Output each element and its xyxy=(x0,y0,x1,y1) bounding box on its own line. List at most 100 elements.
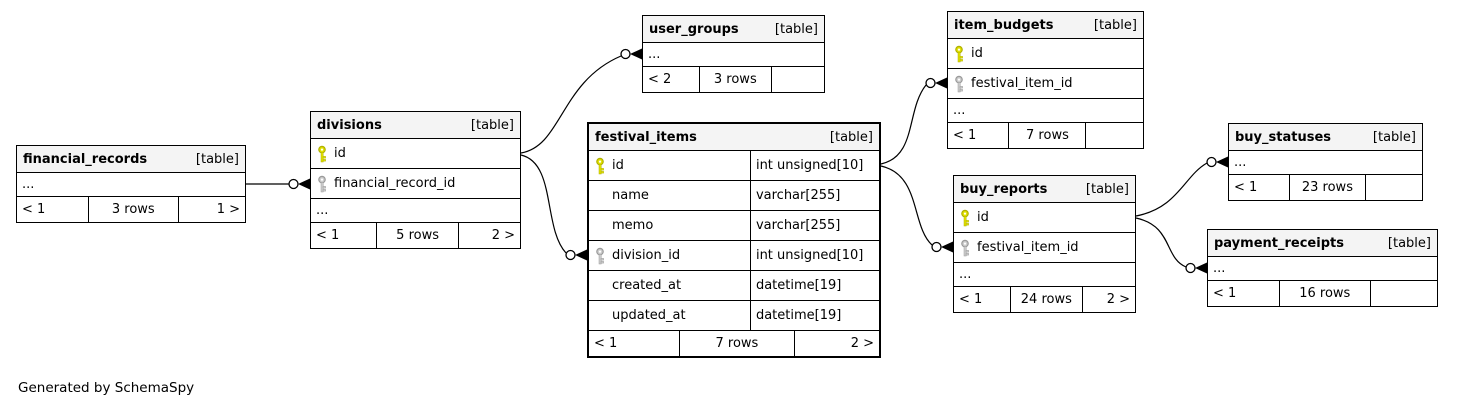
footer-children xyxy=(1366,175,1422,200)
generated-by-note: Generated by SchemaSpy xyxy=(18,380,195,396)
column-label: ... xyxy=(22,177,35,192)
column-type: datetime[19] xyxy=(749,271,879,300)
column-type: int unsigned[10] xyxy=(749,151,879,180)
column-label: financial_record_id xyxy=(334,176,456,191)
collapsed-columns-row: ... xyxy=(17,173,245,197)
relationship-edge-buy_reports.id-to-buy_statuses xyxy=(1135,156,1228,217)
collapsed-columns-row: ... xyxy=(643,43,824,67)
column-label: id xyxy=(612,158,624,173)
relationship-edge-divisions.id-to-user_groups xyxy=(520,48,642,154)
primary-key-icon xyxy=(961,209,969,226)
table-header[interactable]: user_groups [table] xyxy=(643,16,824,43)
column-cell: created_at xyxy=(589,271,750,300)
table-header[interactable]: buy_reports[table] xyxy=(954,176,1135,203)
footer-children: 2 > xyxy=(491,228,515,243)
footer-row-count: 5 rows xyxy=(375,223,460,248)
primary-key-icon xyxy=(955,45,963,62)
table-type-badge: [table] xyxy=(470,117,514,133)
foreign-key-icon xyxy=(318,175,326,192)
table-type-badge: [table] xyxy=(1372,129,1416,145)
column-label: id xyxy=(334,146,346,161)
column-cell: festival_item_id xyxy=(948,69,1143,98)
column-label: name xyxy=(612,188,649,203)
footer-row-count: 16 rows xyxy=(1278,281,1371,306)
table-header[interactable]: financial_records [table] xyxy=(17,146,245,173)
table-name[interactable]: item_budgets xyxy=(954,17,1054,33)
column-label: ... xyxy=(1213,261,1226,276)
column-cell: ... xyxy=(1229,151,1422,174)
column-row-id: id xyxy=(311,139,520,169)
table-name[interactable]: buy_reports xyxy=(960,181,1048,197)
footer-children xyxy=(1371,281,1437,306)
column-label: id xyxy=(977,210,989,225)
table-header[interactable]: item_budgets[table] xyxy=(948,12,1143,39)
relationship-edge-festival_items.id-to-buy_reports.festival_item_id xyxy=(880,165,953,253)
table-header[interactable]: festival_items [table] xyxy=(589,124,879,151)
crow-foot-arrow-icon xyxy=(298,178,310,190)
column-cell: ... xyxy=(948,99,1143,122)
footer-parents: < 1 xyxy=(959,292,983,307)
column-cell: name xyxy=(589,181,750,210)
crow-foot-arrow-icon xyxy=(1195,262,1207,274)
column-cell: division_id xyxy=(589,241,750,270)
primary-key-icon xyxy=(318,145,326,162)
column-type: datetime[19] xyxy=(749,301,879,330)
table-type-badge: [table] xyxy=(195,151,239,167)
column-cell: ... xyxy=(311,199,520,222)
table-type-badge: [table] xyxy=(774,21,818,37)
icon-spacer xyxy=(595,307,605,325)
table-name[interactable]: payment_receipts xyxy=(1214,235,1344,251)
table-name[interactable]: user_groups xyxy=(649,21,739,37)
relationship-edge-buy_reports.id-to-payment_receipts xyxy=(1135,217,1207,274)
table-type-badge: [table] xyxy=(1387,235,1431,251)
table-divisions[interactable]: divisions [table] id financial_record_id...… xyxy=(310,111,521,249)
column-cell: ... xyxy=(643,43,824,66)
footer-parents: < 1 xyxy=(1213,286,1237,301)
table-name[interactable]: financial_records xyxy=(23,151,148,167)
column-cell: id xyxy=(948,39,1143,68)
zero-or-many-circle-icon xyxy=(288,178,299,190)
relationship-edge-divisions.id-to-festival_items.division_id xyxy=(520,154,587,261)
table-header[interactable]: payment_receipts [table] xyxy=(1208,230,1437,257)
column-row-id: id xyxy=(954,203,1135,233)
zero-or-many-circle-icon xyxy=(1185,262,1196,274)
table-type-badge: [table] xyxy=(829,129,873,145)
column-row-financial_record_id: financial_record_id xyxy=(311,169,520,199)
column-cell: festival_item_id xyxy=(954,233,1135,262)
zero-or-many-circle-icon xyxy=(925,77,936,89)
table-footer: < 1 16 rows xyxy=(1208,281,1437,306)
footer-parents: < 1 xyxy=(953,128,977,143)
foreign-key-icon xyxy=(961,239,969,256)
icon-spacer xyxy=(595,277,605,295)
table-header[interactable]: buy_statuses [table] xyxy=(1229,124,1422,151)
table-name[interactable]: divisions xyxy=(317,117,382,133)
column-row-festival_item_id: festival_item_id xyxy=(948,69,1143,99)
table-payment_receipts[interactable]: payment_receipts [table]... < 1 16 rows xyxy=(1207,229,1438,307)
footer-row-count: 23 rows xyxy=(1288,175,1367,200)
column-label: ... xyxy=(1234,155,1247,170)
table-name[interactable]: festival_items xyxy=(595,129,697,145)
column-label: ... xyxy=(316,203,329,218)
column-label: ... xyxy=(953,103,966,118)
table-festival_items[interactable]: festival_items [table] id int unsigned[10] n… xyxy=(587,122,881,358)
column-cell: id xyxy=(311,139,520,168)
icon-spacer xyxy=(595,187,605,205)
column-cell: ... xyxy=(1208,257,1437,280)
table-name[interactable]: buy_statuses xyxy=(1235,129,1332,145)
table-header[interactable]: divisions [table] xyxy=(311,112,520,139)
column-label: festival_item_id xyxy=(977,240,1079,255)
